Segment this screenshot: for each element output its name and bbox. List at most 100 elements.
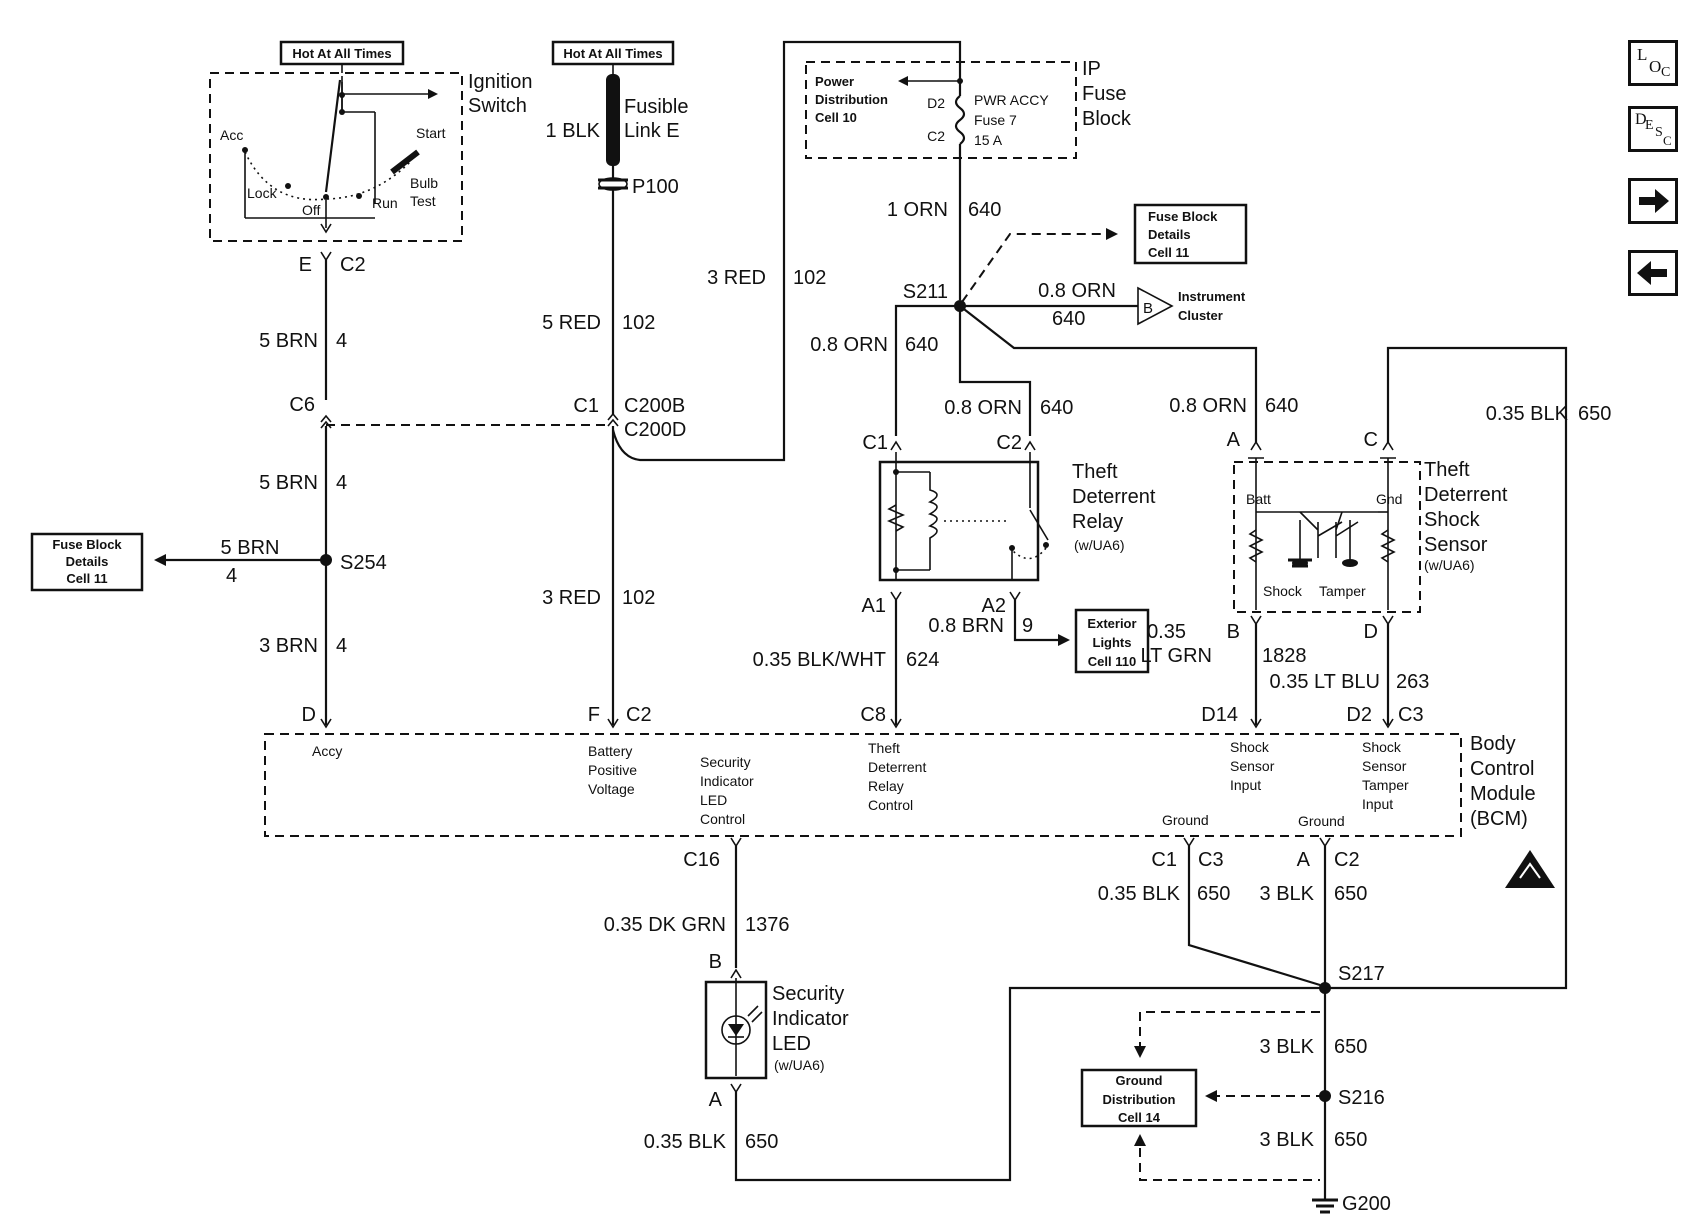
svg-text:Ground: Ground: [1162, 812, 1209, 828]
svg-text:Acc: Acc: [220, 127, 243, 143]
svg-text:640: 640: [1040, 397, 1073, 419]
svg-text:1 ORN: 1 ORN: [887, 199, 948, 221]
svg-text:Security: Security: [772, 983, 844, 1005]
svg-text:A2: A2: [982, 595, 1006, 617]
ignition-switch: Hot At All Times Ignition Switch Acc Sta…: [209, 40, 533, 242]
svg-text:B: B: [709, 951, 722, 973]
svg-text:C16: C16: [683, 849, 720, 871]
svg-text:Fuse: Fuse: [1082, 83, 1126, 105]
svg-text:0.8 ORN: 0.8 ORN: [1038, 280, 1116, 302]
svg-text:Cell 10: Cell 10: [815, 110, 857, 125]
ground-g200: G200: [1342, 1193, 1391, 1215]
svg-text:Gnd: Gnd: [1376, 491, 1402, 507]
svg-text:Power: Power: [815, 74, 854, 89]
svg-text:D2: D2: [927, 95, 945, 111]
svg-text:Cluster: Cluster: [1178, 308, 1223, 323]
svg-text:PWR ACCY: PWR ACCY: [974, 92, 1049, 108]
svg-text:5 BRN: 5 BRN: [259, 330, 318, 352]
svg-text:B: B: [1227, 621, 1240, 643]
svg-text:(BCM): (BCM): [1470, 808, 1528, 830]
svg-text:Control: Control: [1470, 758, 1534, 780]
svg-text:Cell 11: Cell 11: [66, 571, 107, 586]
arrow-right-icon[interactable]: [1628, 178, 1678, 224]
svg-text:Body: Body: [1470, 733, 1516, 755]
svg-text:1 BLK: 1 BLK: [546, 120, 601, 142]
svg-text:640: 640: [968, 199, 1001, 221]
svg-text:102: 102: [622, 312, 655, 334]
svg-text:Run: Run: [372, 195, 398, 211]
svg-text:3 BLK: 3 BLK: [1260, 883, 1315, 905]
svg-text:Hot At All Times: Hot At All Times: [563, 46, 662, 61]
svg-text:(w/UA6): (w/UA6): [1074, 537, 1125, 553]
svg-text:C2: C2: [626, 704, 652, 726]
body-control-module: Accy Battery Positive Voltage Security I…: [264, 733, 1555, 888]
svg-text:0.35 DK GRN: 0.35 DK GRN: [604, 914, 726, 936]
svg-text:D: D: [302, 704, 316, 726]
svg-text:Bulb: Bulb: [410, 175, 438, 191]
svg-text:Control: Control: [868, 797, 913, 813]
svg-text:Shock: Shock: [1362, 739, 1402, 755]
svg-text:IP: IP: [1082, 58, 1101, 80]
ground-icon: [1312, 1198, 1338, 1214]
svg-text:Off: Off: [302, 202, 321, 218]
svg-text:15 A: 15 A: [974, 132, 1003, 148]
svg-text:Cell 14: Cell 14: [1118, 1110, 1161, 1125]
svg-text:Theft: Theft: [1072, 461, 1118, 483]
svg-text:(w/UA6): (w/UA6): [774, 1057, 825, 1073]
svg-text:650: 650: [745, 1131, 778, 1153]
svg-text:C8: C8: [860, 704, 886, 726]
svg-text:Module: Module: [1470, 783, 1536, 805]
svg-text:Start: Start: [416, 125, 446, 141]
loc-icon[interactable]: L O C: [1628, 40, 1678, 86]
svg-text:4: 4: [226, 565, 237, 587]
svg-text:C1: C1: [1151, 849, 1177, 871]
svg-text:640: 640: [1052, 308, 1085, 330]
svg-text:Shock: Shock: [1263, 583, 1303, 599]
svg-text:Indicator: Indicator: [772, 1008, 849, 1030]
svg-text:Accy: Accy: [312, 743, 342, 759]
circuit-red-102: Hot At All Times Fusible Link E 1 BLK P1…: [542, 40, 962, 729]
svg-text:Shock: Shock: [1424, 509, 1481, 531]
svg-text:4: 4: [336, 330, 347, 352]
svg-text:4: 4: [336, 635, 347, 657]
svg-text:624: 624: [906, 649, 939, 671]
svg-text:Voltage: Voltage: [588, 781, 635, 797]
svg-text:D14: D14: [1201, 704, 1238, 726]
svg-text:640: 640: [1265, 395, 1298, 417]
svg-text:C200D: C200D: [624, 419, 686, 441]
svg-text:Lights: Lights: [1093, 635, 1132, 650]
svg-text:Security: Security: [700, 754, 751, 770]
desc-icon[interactable]: D E S C: [1628, 106, 1678, 152]
svg-text:Link E: Link E: [624, 120, 680, 142]
svg-text:640: 640: [905, 334, 938, 356]
svg-text:0.8 ORN: 0.8 ORN: [1169, 395, 1247, 417]
svg-text:1376: 1376: [745, 914, 790, 936]
svg-text:650: 650: [1334, 1129, 1367, 1151]
svg-text:0.35 LT BLU: 0.35 LT BLU: [1270, 671, 1380, 693]
svg-text:3 BRN: 3 BRN: [259, 635, 318, 657]
svg-text:3 BLK: 3 BLK: [1260, 1036, 1315, 1058]
svg-text:Fusible: Fusible: [624, 96, 688, 118]
svg-text:0.35 BLK: 0.35 BLK: [644, 1131, 727, 1153]
svg-text:102: 102: [622, 587, 655, 609]
svg-text:Fuse Block: Fuse Block: [52, 537, 122, 552]
svg-text:F: F: [588, 704, 600, 726]
svg-text:B: B: [1143, 300, 1153, 317]
svg-text:C200B: C200B: [624, 395, 685, 417]
svg-text:0.35 BLK: 0.35 BLK: [1486, 403, 1569, 425]
svg-text:Tamper: Tamper: [1319, 583, 1366, 599]
svg-text:Relay: Relay: [1072, 511, 1123, 533]
svg-text:Sensor: Sensor: [1362, 758, 1407, 774]
svg-text:(w/UA6): (w/UA6): [1424, 557, 1475, 573]
svg-text:C2: C2: [996, 432, 1022, 454]
svg-text:Shock: Shock: [1230, 739, 1270, 755]
svg-text:C2: C2: [927, 128, 945, 144]
svg-text:0.35: 0.35: [1147, 621, 1186, 643]
svg-text:0.8 ORN: 0.8 ORN: [944, 397, 1022, 419]
svg-text:Relay: Relay: [868, 778, 904, 794]
arrow-left-icon[interactable]: [1628, 250, 1678, 296]
svg-text:Fuse 7: Fuse 7: [974, 112, 1017, 128]
svg-text:LED: LED: [772, 1033, 811, 1055]
svg-text:4: 4: [336, 472, 347, 494]
svg-text:A: A: [709, 1089, 723, 1111]
